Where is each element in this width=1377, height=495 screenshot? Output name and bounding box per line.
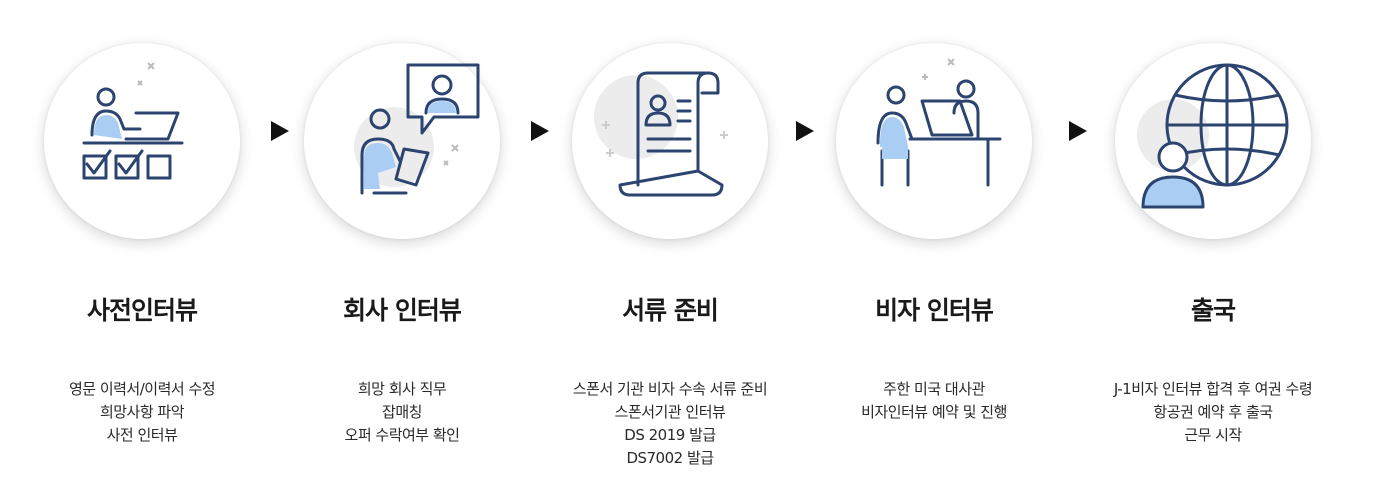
step-description: 영문 이력서/이력서 수정 희망사항 파악 사전 인터뷰 [0,378,302,447]
step-title: 출국 [1190,296,1236,325]
step-2-circle [304,43,500,239]
description-line: 비자인터뷰 예약 및 진행 [861,403,1007,421]
step-1-circle [44,43,240,239]
arrow-right-icon [796,121,814,141]
step-description: 주한 미국 대사관 비자인터뷰 예약 및 진행 [774,378,1094,424]
description-line: 사전 인터뷰 [106,426,178,444]
description-line: 주한 미국 대사관 [883,380,985,398]
arrow-right-icon [271,121,289,141]
step-title: 서류 준비 [622,296,719,325]
arrow-right-icon [531,121,549,141]
step-title: 사전인터뷰 [86,296,198,325]
video-interview-icon [354,63,480,195]
arrow-right-icon [1069,121,1087,141]
description-line: DS 2019 발급 [624,426,716,444]
step-description: 희망 회사 직무 잡매칭 오퍼 수락여부 확인 [242,378,562,447]
globe-departure-icon [1137,63,1289,209]
description-line: 희망사항 파악 [99,403,185,421]
step-5-circle [1115,43,1311,239]
description-line: 스폰서기관 인터뷰 [614,403,726,421]
step-title: 회사 인터뷰 [343,296,462,325]
step-description: 스폰서 기관 비자 수속 서류 준비 스폰서기관 인터뷰 DS 2019 발급 … [510,378,830,470]
description-line: 오퍼 수락여부 확인 [344,426,460,444]
description-line: 잡매칭 [382,403,422,421]
description-line: 희망 회사 직무 [357,380,447,398]
step-title: 비자 인터뷰 [875,296,994,325]
description-line: 항공권 예약 후 출국 [1153,403,1273,421]
description-line: 영문 이력서/이력서 수정 [68,380,216,398]
step-4-circle [836,43,1032,239]
visa-interview-icon [876,58,1002,187]
interview-checklist-icon [82,62,184,180]
step-3-circle [572,43,768,239]
step-description: J-1비자 인터뷰 합격 후 여권 수령 항공권 예약 후 출국 근무 시작 [1053,378,1373,447]
description-line: DS7002 발급 [626,449,714,467]
description-line: J-1비자 인터뷰 합격 후 여권 수령 [1113,380,1313,398]
description-line: 근무 시작 [1184,426,1242,444]
document-scroll-icon [594,71,728,197]
description-line: 스폰서 기관 비자 수속 서류 준비 [572,380,768,398]
